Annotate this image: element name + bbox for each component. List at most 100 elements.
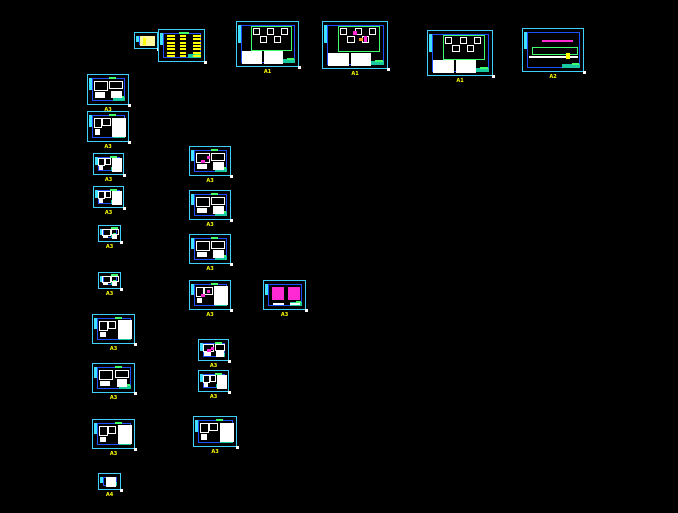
sheet-side-strip — [94, 318, 97, 330]
drawing-sheet[interactable] — [93, 186, 126, 210]
detail-drawing — [98, 199, 104, 204]
legend-text-line — [193, 51, 201, 54]
detail-green-mark — [216, 419, 223, 422]
detail-drawing — [102, 282, 109, 286]
sheet-corner-mark — [298, 66, 301, 69]
drawing-sheet[interactable] — [193, 416, 239, 449]
sheet-size-label: A1 — [263, 69, 272, 75]
plan-magenta-fill — [271, 287, 284, 300]
detail-drawing — [211, 197, 225, 205]
drawing-sheet[interactable] — [189, 280, 233, 312]
detail-drawing — [111, 234, 118, 239]
sheet-size-label: A3 — [109, 346, 118, 352]
plan-magenta-fill — [288, 287, 301, 300]
drawing-sheet[interactable] — [189, 146, 233, 178]
title-block-line — [221, 167, 226, 169]
drawing-sheet[interactable] — [87, 111, 131, 144]
floor-plan-outline — [337, 26, 381, 52]
drawing-sheet[interactable] — [427, 30, 495, 78]
sheet-corner-mark — [123, 174, 126, 177]
detail-drawing — [102, 276, 111, 283]
legend-text-line — [193, 48, 201, 51]
legend-text-line — [180, 48, 186, 51]
detail-drawing — [211, 241, 225, 249]
sheet-corner-mark — [120, 489, 123, 492]
drawing-sheet[interactable] — [92, 314, 137, 346]
detail-drawing — [209, 375, 217, 382]
title-block — [469, 68, 489, 72]
legend-block — [140, 36, 155, 46]
sheet-inner-border — [527, 32, 580, 68]
drawing-sheet[interactable] — [92, 419, 137, 451]
sheet-side-strip — [200, 343, 203, 351]
notes-block — [433, 60, 455, 73]
detail-green-mark — [211, 193, 218, 196]
detail-green-mark — [109, 188, 117, 191]
sheet-side-strip — [524, 32, 527, 49]
sheet-inner-border — [194, 150, 227, 172]
legend-text-line — [167, 44, 175, 47]
detail-drawing — [204, 287, 213, 295]
detail-drawing — [196, 297, 203, 303]
sheet-corner-mark — [305, 309, 308, 312]
sheet-side-strip — [160, 33, 163, 46]
notes-block — [242, 51, 263, 64]
notes-block — [219, 422, 234, 442]
detail-drawing — [203, 383, 209, 388]
sheet-corner-mark — [123, 207, 126, 210]
sheet-side-strip — [89, 78, 92, 90]
detail-drawing — [107, 321, 117, 329]
legend-text-line — [167, 48, 175, 51]
drawing-sheet[interactable] — [236, 21, 301, 69]
drawing-sheet[interactable] — [522, 28, 586, 74]
drawing-sheet[interactable] — [322, 21, 390, 71]
detail-drawing — [99, 370, 114, 380]
sheet-inner-border — [268, 284, 302, 306]
drawing-sheet[interactable] — [158, 29, 207, 64]
sheet-size-label: A3 — [105, 291, 114, 297]
drawing-sheet[interactable] — [98, 225, 123, 244]
detail-drawing — [196, 207, 207, 213]
drawing-sheet[interactable] — [87, 74, 131, 107]
detail-drawing — [114, 370, 129, 378]
sheet-side-strip — [324, 25, 327, 44]
detail-drawing — [214, 344, 226, 351]
legend-text-line — [180, 54, 186, 57]
legend-text-line — [167, 35, 175, 37]
detail-drawing — [99, 426, 108, 436]
sheet-size-label: A3 — [209, 394, 218, 400]
sheet-size-label: A3 — [109, 395, 118, 401]
sheet-corner-mark — [120, 241, 123, 244]
detail-color-mark — [206, 156, 210, 159]
drawing-sheet[interactable] — [198, 370, 231, 394]
notes-block — [117, 320, 132, 339]
drawing-sheet[interactable] — [134, 32, 160, 51]
drawing-sheet[interactable] — [189, 234, 233, 266]
drawing-sheet[interactable] — [92, 363, 137, 395]
detail-drawing — [93, 118, 103, 128]
drawing-sheet[interactable] — [98, 272, 123, 291]
title-block — [276, 59, 295, 63]
sheet-corner-mark — [583, 71, 586, 74]
drawing-sheet[interactable] — [189, 190, 233, 222]
sheet-side-strip — [94, 367, 97, 379]
elevation-line — [541, 40, 573, 42]
detail-drawing — [99, 436, 106, 442]
plan-color-mark — [359, 38, 364, 41]
sheet-inner-border — [92, 78, 125, 101]
detail-drawing — [213, 162, 224, 170]
detail-color-mark — [206, 290, 210, 293]
detail-color-mark — [200, 293, 205, 297]
detail-drawing — [203, 352, 212, 357]
sheet-side-strip — [100, 477, 103, 483]
sheet-size-label: A1 — [351, 71, 359, 77]
detail-drawing — [195, 241, 210, 251]
sheet-inner-border — [97, 367, 131, 389]
drawing-sheet[interactable] — [98, 473, 123, 492]
drawing-sheet[interactable] — [198, 339, 231, 363]
drawing-sheet[interactable] — [263, 280, 308, 312]
sheet-side-strip — [265, 284, 268, 296]
drawing-sheet[interactable] — [93, 153, 126, 177]
detail-green-mark — [114, 366, 122, 369]
detail-green-mark — [114, 422, 122, 425]
